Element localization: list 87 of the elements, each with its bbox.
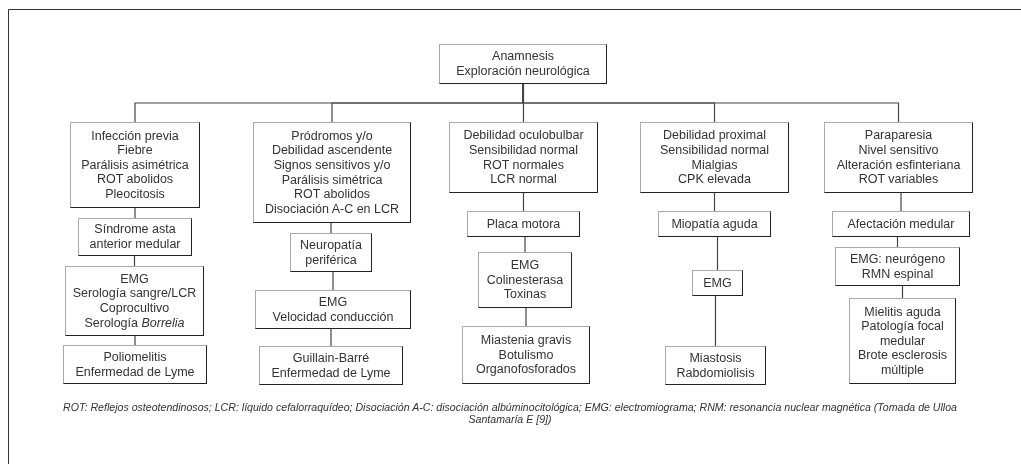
process-box <box>692 270 743 296</box>
box-text: Signos sensitivos y/o <box>273 157 391 173</box>
box-text: Afectación medular <box>847 216 955 232</box>
box-text: Anamnesis <box>492 49 554 64</box>
box-text: Nivel sensitivo <box>858 142 939 158</box>
connector-line <box>522 83 900 123</box>
process-box <box>449 122 598 193</box>
box-text: Exploración neurológica <box>456 64 590 79</box>
box-text: Poliomelitis <box>103 349 167 365</box>
process-box <box>255 290 411 329</box>
process-box <box>63 345 207 384</box>
process-box <box>824 122 973 193</box>
process-box <box>849 298 956 384</box>
connector-line <box>332 271 334 291</box>
process-box <box>439 44 607 84</box>
box-text: Debilidad ascendente <box>271 143 393 158</box>
box-text: Disociación A-C en LCR <box>264 201 400 217</box>
box-text: ROT abolidos <box>96 172 174 187</box>
box-text: Patología focal medular <box>860 319 945 349</box>
box-text: Guillain-Barré <box>292 350 370 366</box>
process-box <box>467 211 580 237</box>
box-text: EMG: neurógeno <box>849 251 946 267</box>
box-text: EMG <box>318 294 348 310</box>
box-text: Botulismo <box>498 347 554 363</box>
box-text: Organofosforados <box>475 362 577 377</box>
box-text: Paraparesia <box>864 128 933 143</box>
box-text: RMN espinal <box>861 266 934 282</box>
box-text: Parálisis asimétrica <box>81 157 189 173</box>
box-text: LCR normal <box>490 172 557 187</box>
box-text: ROT variables <box>858 172 939 187</box>
connector-line <box>330 222 332 234</box>
box-text: Toxinas <box>503 287 547 302</box>
connector-line <box>330 328 332 347</box>
box-text: ROT abolidos <box>293 187 371 202</box>
box-text: Pleocitosis <box>105 186 165 202</box>
process-box <box>658 211 771 237</box>
process-box <box>65 266 204 336</box>
connector-line <box>134 207 136 219</box>
process-box <box>290 233 372 272</box>
box-text: Alteración esfinteriana <box>836 157 961 173</box>
box-text: EMG <box>703 275 732 291</box>
box-text: Mielitis aguda <box>864 304 941 320</box>
connector-line <box>716 236 719 271</box>
box-text: Síndrome asta anterior medular <box>88 222 182 252</box>
box-text: Debilidad proximal <box>663 128 766 143</box>
box-text: Mialgias <box>691 157 738 173</box>
box-text: Parálisis simétrica <box>281 172 383 188</box>
box-text: Debilidad oculobulbar <box>463 128 584 143</box>
box-text: Velocidad conducción <box>272 309 394 325</box>
box-text: Serología sangre/LCR <box>72 286 197 301</box>
process-box <box>78 218 192 256</box>
process-box <box>665 346 766 385</box>
box-text: Neuropatía periférica <box>299 237 363 268</box>
box-text: Sensibilidad normal <box>659 142 770 158</box>
box-text: Miastenia gravis <box>480 333 572 348</box>
process-box <box>253 122 411 223</box>
box-text: Sensibilidad normal <box>468 142 579 158</box>
box-text: Miastosis <box>689 350 742 366</box>
box-text: Fiebre <box>117 143 153 158</box>
box-text: Serología Borrelia <box>84 315 185 331</box>
connector-line <box>524 236 526 253</box>
process-box <box>640 122 789 193</box>
process-box <box>835 247 960 286</box>
box-text: Pródromos y/o <box>291 128 373 144</box>
box-text: Brote esclerosis múltiple <box>857 348 948 378</box>
process-box <box>832 211 970 237</box>
process-box <box>70 122 200 208</box>
process-box <box>462 326 590 384</box>
box-text: Infección previa <box>91 128 179 144</box>
box-text: EMG <box>510 258 540 273</box>
box-text: Miopatía aguda <box>671 216 758 232</box>
process-box <box>478 252 572 308</box>
connector-line <box>900 192 902 212</box>
box-text: ROT normales <box>482 157 564 173</box>
box-text: Rabdomiolisis <box>676 365 755 381</box>
box-text: Coprocultivo <box>99 301 170 316</box>
process-box <box>259 346 403 385</box>
connector-line <box>525 307 527 327</box>
box-text: Enfermedad de Lyme <box>75 364 195 380</box>
box-text: CPK elevada <box>678 172 751 187</box>
box-text: EMG <box>120 271 149 287</box>
caption: ROT: Reflejos osteotendinosos; LCR: líquido cefalorraquídeo; Disociación A-C: disociación albúminocitológica; EMG: electromiograma; RNM: resonancia nuclear magnética (Tomada de Ulloa Santamaría E [9]) <box>62 401 958 425</box>
connector-line <box>714 295 717 347</box>
box-text: Enfermedad de Lyme <box>271 365 391 381</box>
box-text: Placa motora <box>486 216 561 232</box>
box-text: Colinesterasa <box>486 272 564 288</box>
connector-line <box>134 335 136 346</box>
